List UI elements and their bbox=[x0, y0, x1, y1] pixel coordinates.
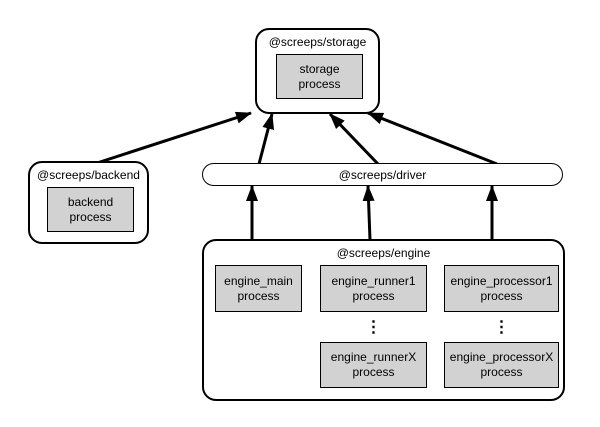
arrow-backend-to-storage bbox=[96, 111, 252, 165]
engine-processor1-process-box: engine_processor1 process bbox=[444, 265, 559, 312]
node-backend-title: @screeps/backend bbox=[37, 168, 140, 182]
backend-process-box: backend process bbox=[47, 187, 134, 232]
node-driver: @screeps/driver bbox=[202, 163, 563, 186]
storage-process-box: storage process bbox=[276, 54, 363, 99]
arrow-driver-to-storage-3 bbox=[367, 111, 498, 166]
engine-main-process-box: engine_main process bbox=[215, 265, 302, 312]
runner-ellipsis: ⋮ bbox=[365, 319, 382, 336]
engine-runner1-process-box: engine_runner1 process bbox=[320, 265, 427, 312]
arrow-driver-to-storage-2 bbox=[328, 112, 380, 166]
engine-processorX-process-box: engine_processorX process bbox=[444, 342, 559, 388]
node-engine: @screeps/engine engine_main process engi… bbox=[202, 239, 565, 401]
node-storage: @screeps/storage storage process bbox=[255, 28, 380, 114]
node-backend: @screeps/backend backend process bbox=[28, 161, 149, 244]
arrow-engine-to-driver-2 bbox=[362, 185, 375, 241]
node-driver-title: @screeps/driver bbox=[338, 167, 427, 182]
arrow-driver-to-storage-1 bbox=[257, 113, 275, 165]
engine-runnerX-process-box: engine_runnerX process bbox=[320, 342, 427, 388]
processor-ellipsis: ⋮ bbox=[493, 319, 510, 336]
node-engine-title: @screeps/engine bbox=[336, 246, 431, 260]
node-storage-title: @screeps/storage bbox=[268, 35, 367, 49]
